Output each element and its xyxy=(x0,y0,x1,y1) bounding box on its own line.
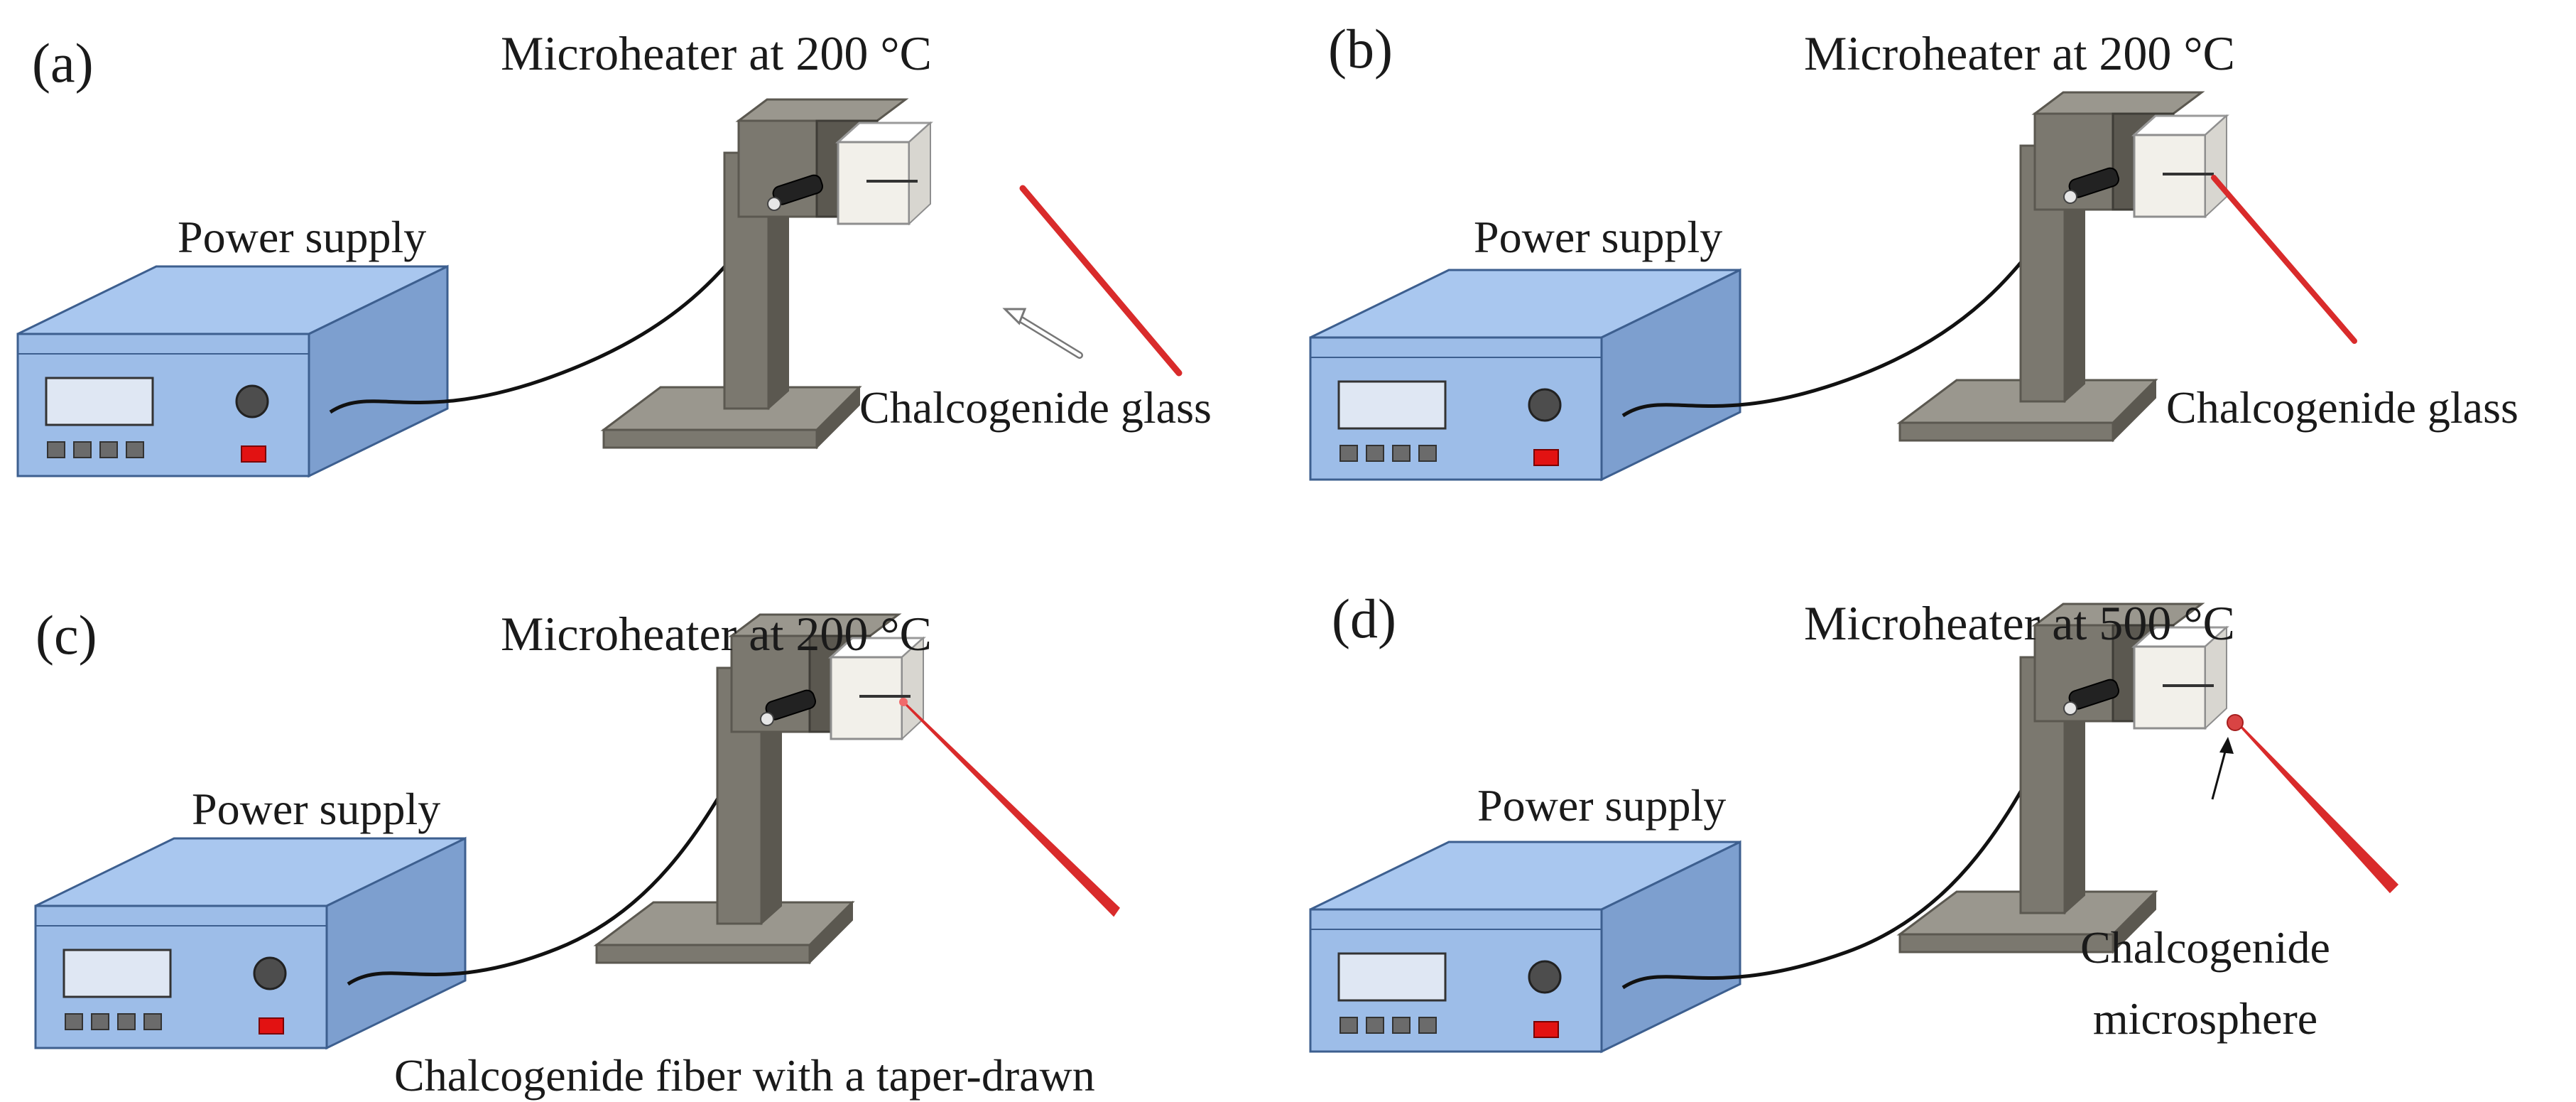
microheater-label: Microheater at 200 °C xyxy=(501,26,932,80)
moving-arrow-head xyxy=(1002,308,1027,325)
panel-letter: (b) xyxy=(1328,18,1393,80)
chalcogenide-glass-rod xyxy=(1019,185,1183,377)
microheater-front xyxy=(2133,645,2207,730)
keypad-button xyxy=(47,441,65,458)
stand-base-front xyxy=(602,428,818,449)
microheater-label: Microheater at 200 °C xyxy=(501,607,932,661)
panel-letter: (d) xyxy=(1332,588,1396,649)
microheater-label: Microheater at 200 °C xyxy=(1804,26,2235,80)
control-knob xyxy=(253,956,287,990)
sample-label: Chalcogenide glass xyxy=(2166,382,2518,433)
taper-tip xyxy=(899,698,908,706)
microheater-front xyxy=(830,656,903,740)
microheater-front xyxy=(2133,134,2207,218)
connector-screw xyxy=(2063,190,2077,204)
keypad-button xyxy=(73,441,92,458)
sample-label: Chalcogenide glass xyxy=(859,382,1212,433)
panel-b: (b) Microheater at 200 °C Power supplyChal… xyxy=(1309,18,2518,482)
panel-letter: (a) xyxy=(32,32,94,94)
panel-letter: (c) xyxy=(36,604,97,666)
control-knob xyxy=(235,384,269,418)
panel-a: (a) Microheater at 200 °C Power supplyChal… xyxy=(16,26,1212,478)
heater-head-top xyxy=(735,98,909,122)
keypad-button xyxy=(1392,445,1411,462)
display-screen xyxy=(1337,952,1447,1002)
moving-arrow-inner xyxy=(1013,314,1082,357)
microheater-side xyxy=(908,121,931,226)
keypad-button xyxy=(1392,1017,1411,1034)
stand-base-side xyxy=(2112,890,2156,954)
chalcogenide-fiber xyxy=(2236,721,2399,894)
heater-head-top xyxy=(2031,91,2205,115)
stand-base-side xyxy=(816,385,860,450)
stand-base-side xyxy=(2112,378,2156,443)
keypad-button xyxy=(1418,1017,1437,1034)
panel-d: (d) Microheater at 500 °C Power supplyChal… xyxy=(1309,588,2399,1054)
keypad-button xyxy=(1339,1017,1358,1034)
power-button xyxy=(1533,1021,1559,1038)
stand-base-front xyxy=(1898,421,2114,442)
sample-label-line2: microsphere xyxy=(2093,993,2317,1044)
power-supply-label: Power supply xyxy=(178,212,426,262)
chalcogenide-glass-rod xyxy=(2211,175,2357,344)
microheater-label: Microheater at 500 °C xyxy=(1804,596,2235,650)
keypad-button xyxy=(1339,445,1358,462)
stand-base-side xyxy=(809,900,853,965)
tapered-chalcogenide-fiber xyxy=(902,701,1120,917)
keypad-button xyxy=(91,1013,109,1030)
keypad-button xyxy=(1366,445,1384,462)
control-knob xyxy=(1528,388,1562,422)
stand-base-front xyxy=(595,944,811,964)
keypad-button xyxy=(126,441,144,458)
keypad-button xyxy=(1418,445,1437,462)
power-supply-label: Power supply xyxy=(1474,212,1722,262)
keypad-button xyxy=(143,1013,162,1030)
keypad-button xyxy=(1366,1017,1384,1034)
microheater-side xyxy=(2205,625,2227,730)
connector-screw xyxy=(767,197,781,211)
control-knob xyxy=(1528,960,1562,994)
display-screen xyxy=(63,949,172,998)
keypad-button xyxy=(65,1013,83,1030)
keypad-button xyxy=(99,441,118,458)
connector-screw xyxy=(760,712,774,726)
sample-label: Chalcogenide fiber with a taper-drawn xyxy=(394,1050,1095,1101)
display-screen xyxy=(1337,380,1447,430)
power-supply-label: Power supply xyxy=(192,784,440,834)
display-screen xyxy=(45,377,154,426)
chalcogenide-microsphere xyxy=(2227,714,2244,731)
panel-c: (c) Microheater at 200 °C Power supplyChal… xyxy=(34,604,1120,1101)
microheater-side xyxy=(901,636,924,741)
power-button xyxy=(241,445,266,463)
power-button xyxy=(259,1017,284,1035)
microsphere-pointer-head xyxy=(2219,737,2234,754)
power-supply-label: Power supply xyxy=(1477,780,1726,831)
connector-screw xyxy=(2063,701,2077,715)
keypad-button xyxy=(117,1013,136,1030)
sample-label-line1: Chalcogenide xyxy=(2080,922,2330,973)
power-button xyxy=(1533,449,1559,466)
microheater-front xyxy=(837,141,911,225)
